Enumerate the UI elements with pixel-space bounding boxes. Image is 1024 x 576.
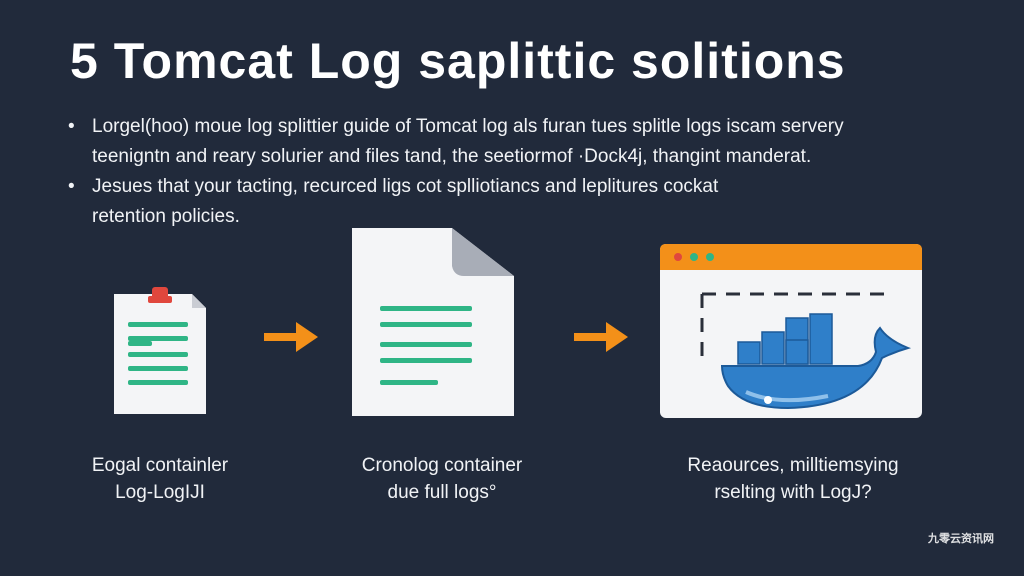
bullet-dot-icon: • (68, 116, 75, 137)
step-caption-subtitle: Log-LogIJI (115, 482, 205, 503)
step-caption-subtitle: rselting with LogJ? (714, 482, 872, 503)
step-caption-title: Cronolog container (361, 455, 523, 476)
document-icon (352, 228, 514, 416)
step-caption: Cronolog container due full logs° (334, 452, 550, 506)
step-caption-subtitle: due full logs° (387, 482, 497, 503)
watermark: 九零云资讯网 (928, 533, 994, 545)
docker-browser-icon (660, 244, 922, 418)
bullet-text: retention policies. (92, 206, 240, 227)
step-caption: Eogal containler Log-LogIJI (60, 452, 260, 506)
step-caption: Reaources, milltiemsying rselting with L… (666, 452, 920, 506)
step-caption-title: Reaources, milltiemsying (687, 455, 899, 476)
bullet-dot-icon: • (68, 176, 75, 197)
bullet-text: Jesues that your tacting, recurced ligs … (92, 176, 719, 197)
bullet-text: teenigntn and reary solurier and files t… (92, 146, 812, 167)
arrow-right-icon (574, 322, 628, 352)
arrow-right-icon (264, 322, 318, 352)
bullet-item: • Lorgel(hoo) moue log splittier guide o… (68, 112, 968, 172)
step-caption-title: Eogal containler (91, 455, 229, 476)
bullet-list: • Lorgel(hoo) moue log splittier guide o… (68, 112, 968, 232)
bullet-item: • Jesues that your tacting, recurced lig… (68, 172, 968, 232)
clipboard-log-icon (114, 287, 206, 414)
page-title: 5 Tomcat Log saplittic solitions (70, 33, 846, 89)
bullet-text: Lorgel(hoo) moue log splittier guide of … (92, 116, 844, 137)
